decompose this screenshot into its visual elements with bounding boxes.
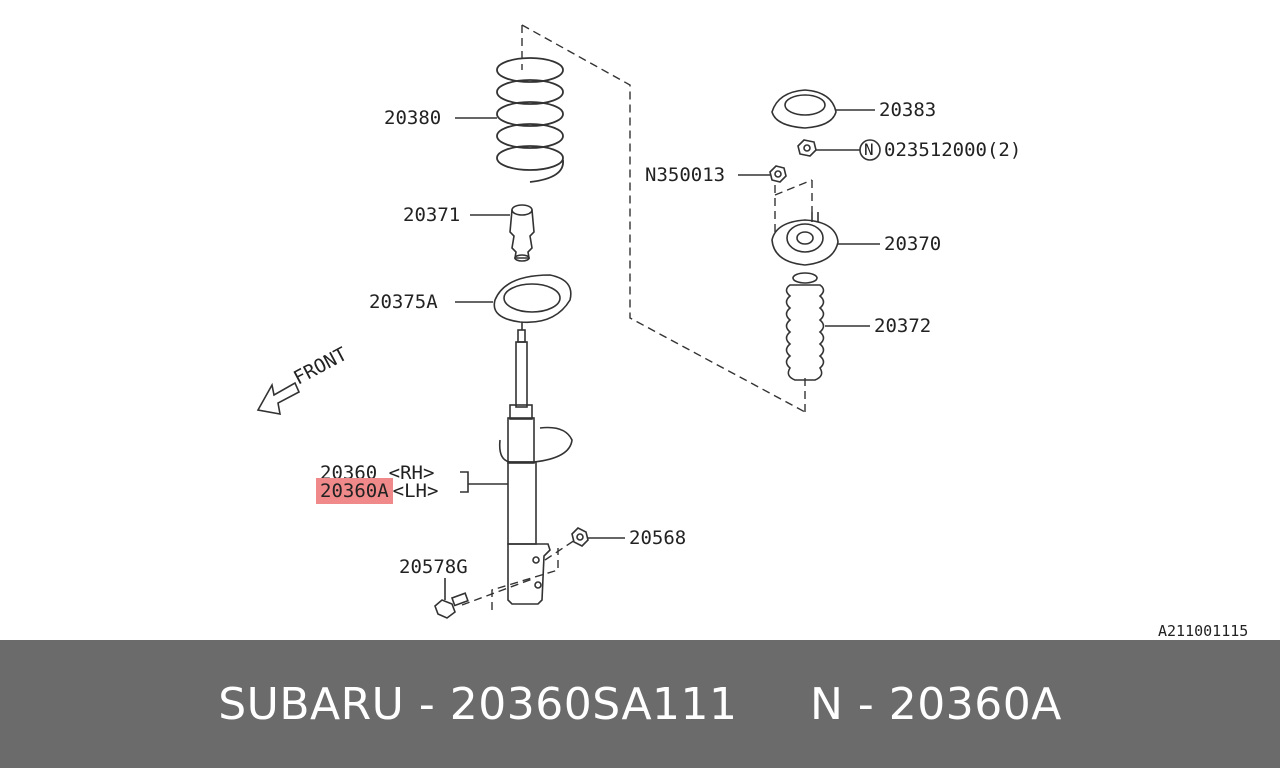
small-nut <box>769 165 787 183</box>
label-spring: 20380 <box>384 107 442 129</box>
parts-diagram: 20380 20371 20375A 20360 <RH> 20360A<LH>… <box>256 24 1249 640</box>
label-mount-plate: 20383 <box>879 99 937 121</box>
label-bump-stop: 20371 <box>403 204 461 226</box>
strut-mount <box>771 212 839 266</box>
dashed-outline <box>461 24 813 610</box>
footer-part-numbers: SUBARU - 20360SA111 N - 20360A <box>218 678 1062 730</box>
label-dust-boot: 20372 <box>874 315 932 337</box>
label-strut-mount: 20370 <box>884 233 942 255</box>
n-circle-label: N <box>864 140 874 159</box>
label-spring-seat: 20375A <box>369 291 438 313</box>
label-strut-lh-group: 20360A<LH> <box>316 478 439 504</box>
mount-plate <box>771 89 837 129</box>
dust-boot <box>785 272 825 381</box>
flange-nut <box>797 139 817 157</box>
highlighted-part-number: 20360A <box>316 478 393 504</box>
n-circle-mark <box>859 139 881 161</box>
coil-spring <box>496 57 564 183</box>
nut <box>571 527 589 547</box>
label-small-nut: N350013 <box>645 164 726 186</box>
label-strut-lh-side: <LH> <box>392 480 439 502</box>
label-flange-nut: 023512000(2) <box>884 139 1022 161</box>
label-bolt: 20578G <box>399 556 468 578</box>
footer-bar: SUBARU - 20360SA111 N - 20360A <box>0 640 1280 768</box>
diagram-reference-number: A211001115 <box>1158 622 1249 640</box>
diagram-drawing <box>256 24 881 619</box>
front-arrow-icon <box>256 381 301 415</box>
bump-stop <box>509 204 535 262</box>
label-nut: 20568 <box>629 527 687 549</box>
strut-body <box>498 329 573 605</box>
bolt <box>434 592 469 619</box>
spring-seat <box>493 274 572 330</box>
